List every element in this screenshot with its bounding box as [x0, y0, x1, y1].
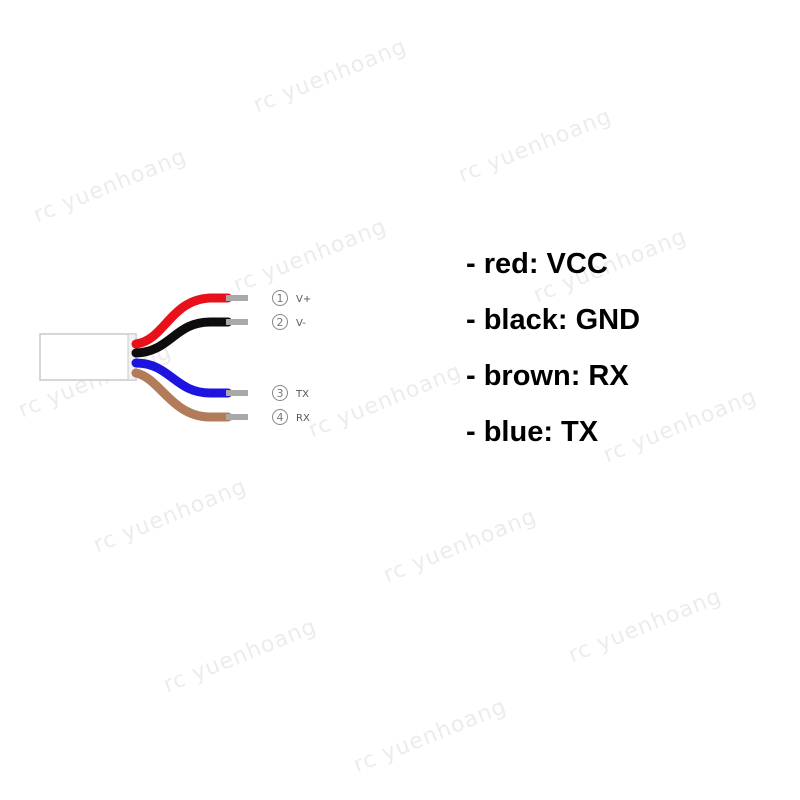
pin-label: TX [295, 389, 309, 400]
wire-red [131, 293, 233, 349]
pin-number-circle [272, 290, 288, 306]
wire-brown [131, 368, 233, 422]
conductor-tip [226, 390, 248, 396]
pin-number: 4 [277, 411, 284, 424]
legend-item-black: - black: GND [466, 304, 641, 336]
cable-jacket [39, 333, 137, 381]
wire-black [131, 317, 233, 358]
pin-label: V- [296, 318, 306, 329]
legend-item-brown: - brown: RX [466, 360, 629, 392]
conductor-tip [226, 414, 248, 420]
conductor-tip [226, 319, 248, 325]
wire-blue [131, 358, 233, 398]
pin-number: 1 [277, 292, 284, 305]
pin-number-circle [272, 314, 288, 330]
conductor-tip [226, 295, 248, 301]
color-legend: - red: VCC - black: GND - brown: RX - bl… [466, 246, 640, 470]
pin-label: RX [296, 413, 310, 424]
pin-number: 2 [277, 316, 284, 329]
pin-number: 3 [277, 387, 284, 400]
legend-item-blue: - blue: TX [466, 416, 599, 448]
legend-item-red: - red: VCC [466, 248, 608, 280]
pin-label: V+ [296, 294, 311, 305]
pin-number-circle [272, 385, 288, 401]
pin-number-circle [272, 409, 288, 425]
